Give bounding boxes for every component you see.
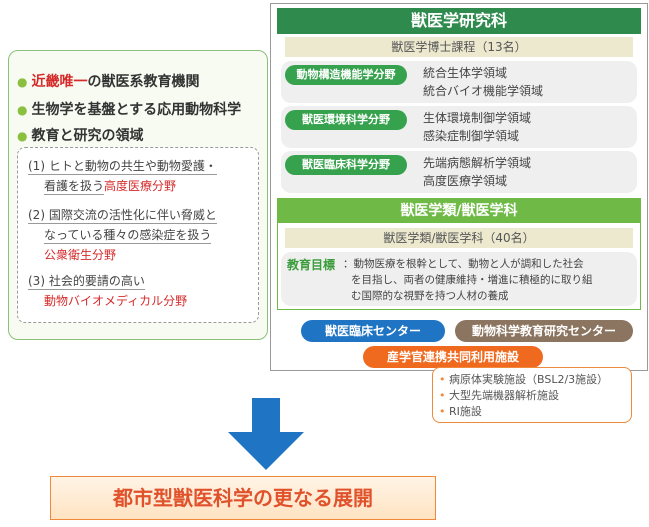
- field-item: 高度医療学領域: [423, 174, 508, 188]
- area-2-line3: 公衆衛生分野: [44, 248, 117, 262]
- area-2-line1: (2) 国際交流の活性化に伴い脅威と: [28, 208, 217, 224]
- goal-line: む国際的な視野を持つ人材の養成: [351, 290, 509, 302]
- area-1-line2: 看護を扱う高度医療分野: [44, 179, 177, 195]
- area-3-line2: 動物バイオメディカル分野: [44, 294, 188, 308]
- field-item: 統合生体学領域: [423, 66, 508, 80]
- undergrad-title: 獣医学類/獣医学科: [278, 199, 640, 223]
- clinical-center: 獣医臨床センター: [301, 320, 445, 342]
- shared-facility: 産学官連携共同利用施設: [363, 346, 543, 368]
- graduate-title: 獣医学研究科: [277, 8, 641, 34]
- field-areas-box: (1) ヒトと動物の共生や動物愛護・ 看護を扱う高度医療分野 (2) 国際交流の…: [17, 147, 259, 323]
- bullet-dot-icon: ●: [17, 129, 28, 143]
- goal-box: [281, 252, 637, 306]
- area-3-line1: (3) 社会的要請の高い: [28, 274, 145, 290]
- bottom-statement: 都市型獣医科学の更なる展開: [50, 476, 436, 520]
- facility-item: • RI施設: [439, 405, 482, 418]
- undergrad-course: 獣医学類/獣医学科（40名）: [285, 228, 633, 248]
- bullet-text: 生物学を基盤とする応用動物科学: [31, 102, 242, 118]
- bullet-fields: ●教育と研究の領域: [17, 125, 143, 145]
- bullet-biology: ●生物学を基盤とする応用動物科学: [17, 99, 241, 119]
- field-item: 感染症制御学領域: [423, 129, 520, 143]
- bullet-text: の獣医系教育機関: [87, 74, 200, 90]
- field-item: 統合バイオ機能学領域: [423, 84, 544, 98]
- field-item: 生体環境制御学領域: [423, 111, 532, 125]
- facility-item: • 病原体実験施設（BSL2/3施設）: [439, 373, 609, 386]
- undergrad-box: [277, 198, 641, 310]
- bullet-dot-icon: ●: [17, 75, 28, 89]
- right-frame: 獣医学研究科 獣医学博士課程（13名） 動物構造機能学分野 統合生体学領域 統合…: [270, 3, 648, 371]
- bullet-highlight: 近畿唯一: [31, 74, 88, 90]
- facility-item: • 大型先端機器解析施設: [439, 389, 559, 402]
- bullet-kinki: ●近畿唯一の獣医系教育機関: [17, 71, 199, 91]
- education-center: 動物科学教育研究センター: [455, 320, 633, 342]
- facility-list: • 病原体実験施設（BSL2/3施設） • 大型先端機器解析施設 • RI施設: [432, 367, 632, 423]
- bullet-text: 教育と研究の領域: [31, 128, 144, 144]
- goal-line: ：動物医療を根幹として、動物と人が調和した社会: [343, 258, 584, 270]
- bullet-dot-icon: ●: [17, 103, 28, 117]
- division-structure-label: 動物構造機能学分野: [285, 65, 407, 85]
- field-item: 先端病態解析学領域: [423, 156, 532, 170]
- goal-label: 教育目標: [287, 258, 336, 272]
- area-1-line1: (1) ヒトと動物の共生や動物愛護・: [28, 159, 217, 175]
- down-arrow-icon: [228, 398, 304, 470]
- goal-line: を目指し、両者の健康維持・増進に積極的に取り組: [351, 274, 593, 286]
- left-panel: ●近畿唯一の獣医系教育機関 ●生物学を基盤とする応用動物科学 ●教育と研究の領域…: [8, 50, 268, 340]
- graduate-course: 獣医学博士課程（13名）: [285, 37, 633, 57]
- area-2-line2: なっている種々の感染症を扱う: [44, 228, 212, 244]
- division-environment-label: 獣医環境科学分野: [285, 110, 407, 130]
- division-clinical-label: 獣医臨床科学分野: [285, 155, 407, 175]
